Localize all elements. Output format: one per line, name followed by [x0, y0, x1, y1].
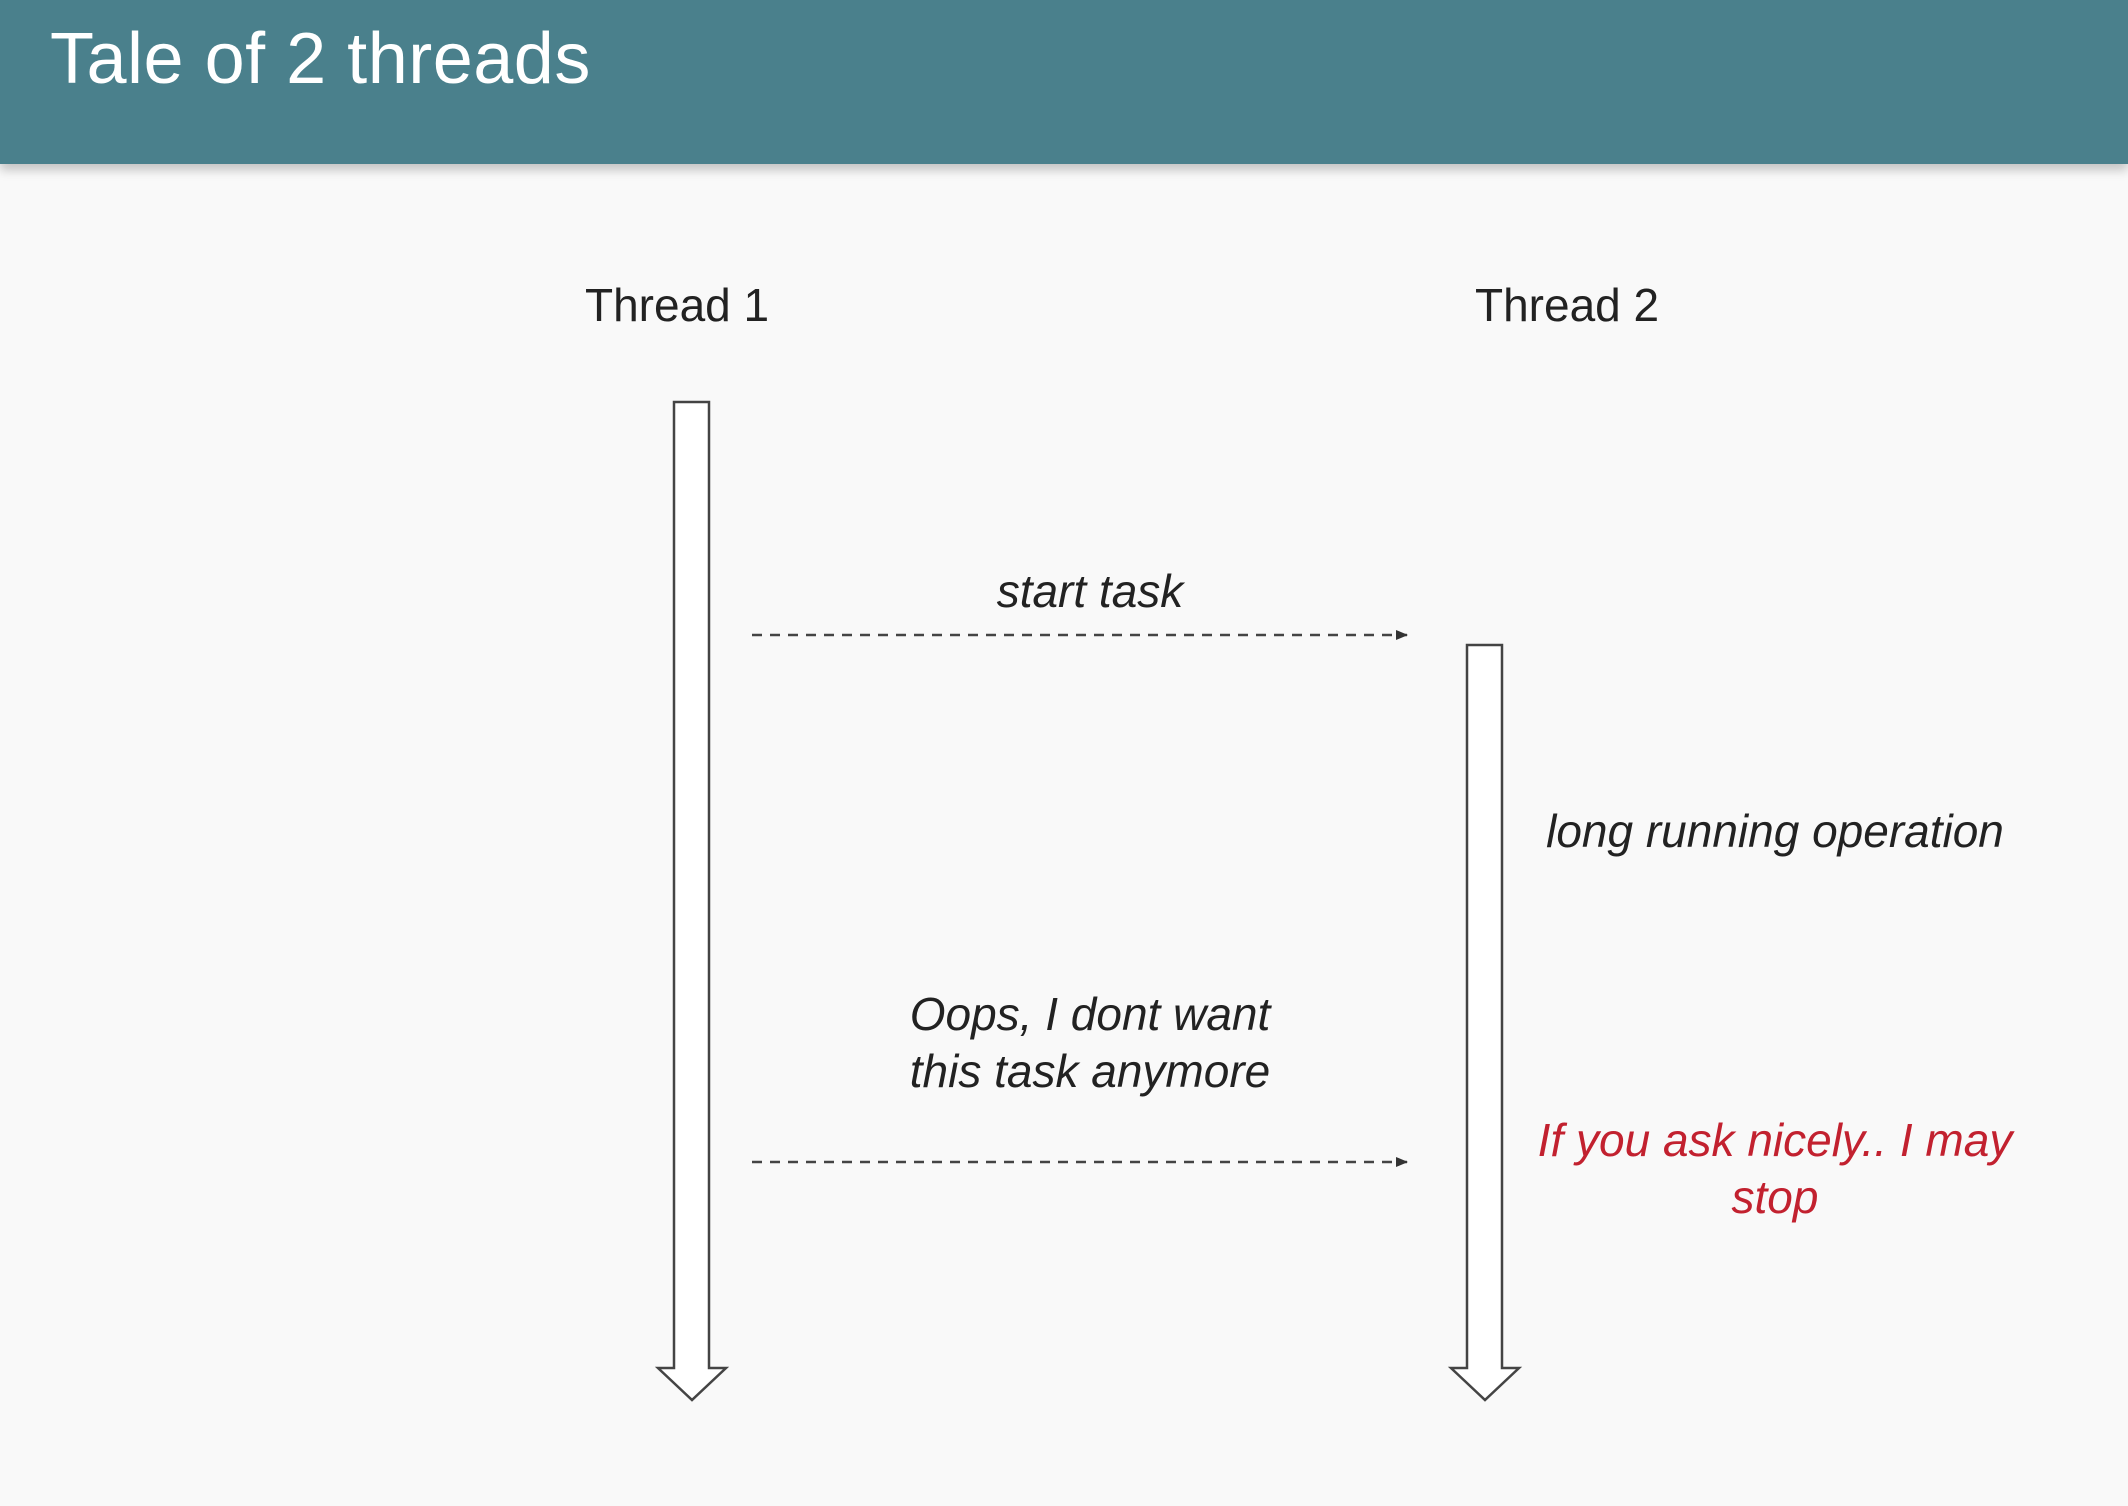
- long-running-operation-note: long running operation: [1546, 805, 2004, 857]
- thread-1-lifeline: [654, 400, 730, 1402]
- ask-nicely-note: If you ask nicely.. I may stop: [1537, 1114, 2013, 1223]
- cancel-task-label: Oops, I dont want this task anymore: [909, 988, 1271, 1097]
- slide-header: Tale of 2 threads: [0, 0, 2128, 164]
- slide-title: Tale of 2 threads: [50, 19, 591, 99]
- start-task-label: start task: [996, 565, 1184, 617]
- thread-1-label: Thread 1: [585, 279, 770, 331]
- thread-2-label: Thread 2: [1475, 279, 1660, 331]
- thread-2-lifeline: [1447, 643, 1523, 1402]
